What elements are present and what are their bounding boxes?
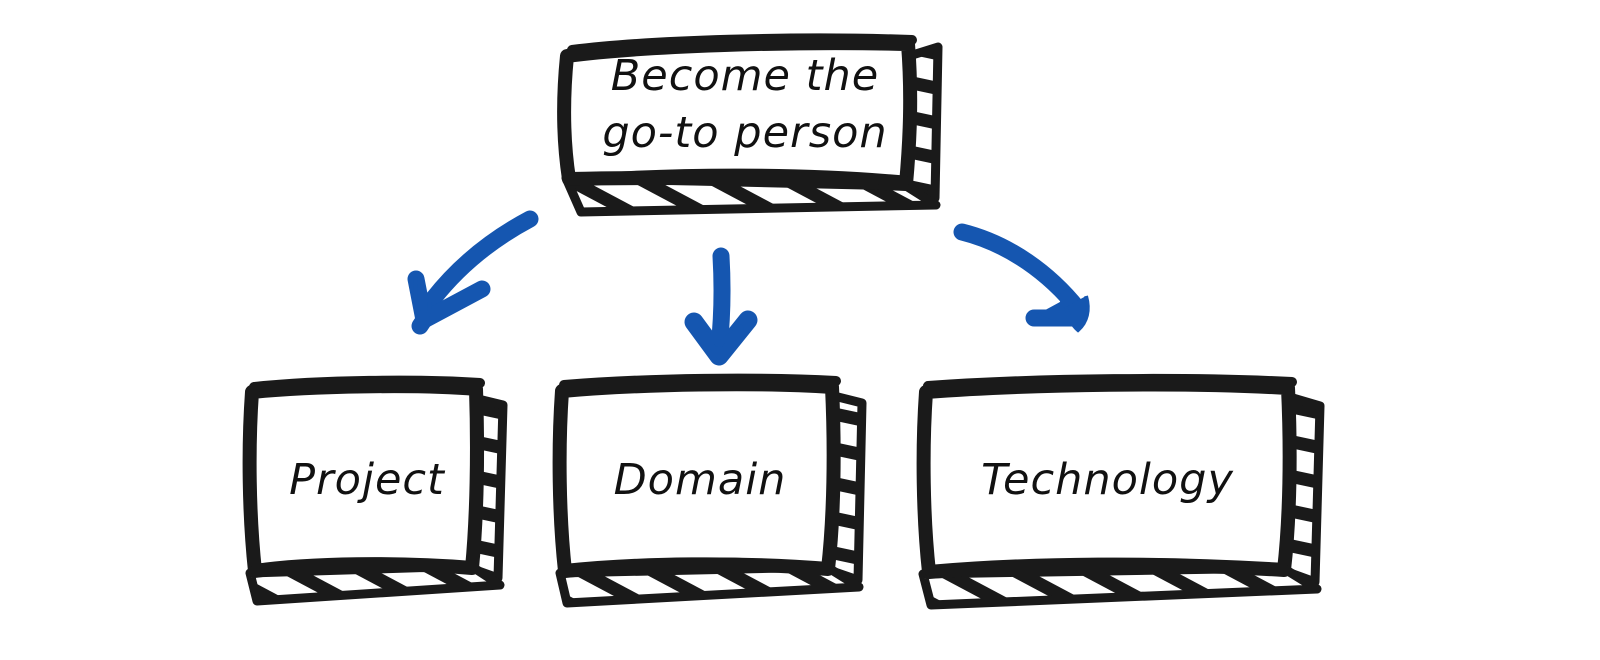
project-front-face bbox=[242, 375, 485, 578]
arrow-middle bbox=[684, 247, 758, 366]
domain-front-face bbox=[552, 373, 841, 578]
node-domain[interactable] bbox=[552, 373, 867, 608]
technology-front-face bbox=[916, 373, 1297, 579]
node-goal[interactable] bbox=[557, 33, 943, 217]
node-technology[interactable] bbox=[916, 373, 1325, 610]
node-project[interactable] bbox=[242, 375, 508, 606]
goal-front-face bbox=[557, 33, 918, 191]
arrow-left bbox=[407, 210, 539, 335]
arrow-right bbox=[953, 223, 1090, 333]
